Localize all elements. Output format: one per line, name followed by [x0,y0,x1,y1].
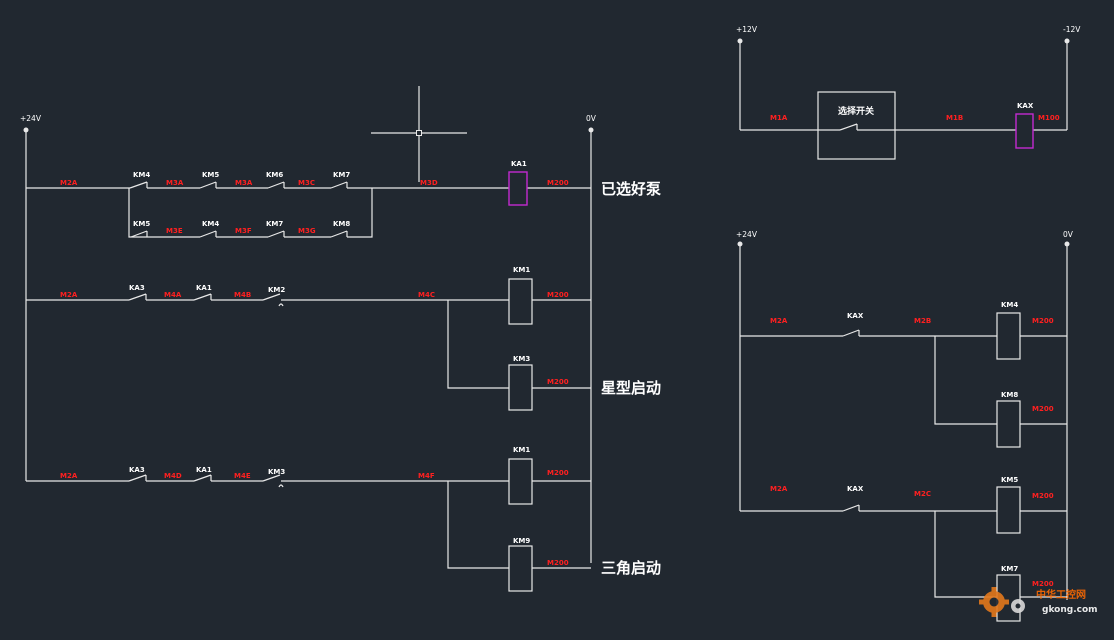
contactor-coil-km9 [508,545,533,592]
contact-label: KA3 [129,466,145,474]
coil-label: KM5 [1001,476,1018,484]
wire-label: M200 [547,559,569,567]
contact-label: KM7 [266,220,283,228]
wire-label: M3F [235,227,252,235]
wire-label: M2B [914,317,931,325]
contact-label: KA1 [196,466,212,474]
crosshair-cursor [371,86,467,182]
coil-label: KM7 [1001,565,1018,573]
wire-label: M2C [914,490,931,498]
contact-label: KM5 [202,171,219,179]
watermark-site-name: 中华工控网 [1036,588,1086,601]
contact-label: KM4 [133,171,150,179]
wire-label: M200 [547,378,569,386]
wire-label: M2A [770,485,788,493]
wire-label: M4D [164,472,182,480]
rung-delta-start: M2A KA3 M4D KA1 M4E KM3 M4F KM1 M200 KM9… [26,446,661,592]
coil-label: KM9 [513,537,530,545]
wire-label: M3C [298,179,315,187]
coil-label: KA1 [511,160,527,168]
contact-label: KAX [847,485,864,493]
contact-label: KM8 [333,220,350,228]
supply-minus-12v-label: -12V [1063,25,1081,34]
coil-label: KM8 [1001,391,1018,399]
contactor-coil-km1 [508,278,533,325]
contact-label: KA3 [129,284,145,292]
wire-label: M3A [166,179,184,187]
contactor-coil-km4 [996,312,1021,360]
contactor-coil-km5 [996,486,1021,534]
wire-label: M3E [166,227,183,235]
wire-label: M2A [60,179,78,187]
contact-label: KM7 [333,171,350,179]
wire-label: M2A [60,291,78,299]
wire-label: M3G [298,227,316,235]
left-motor-start-diagram: +24V 0V M2A KM4 M3A KM5 M3A KM6 M3C [20,114,661,592]
rung-pump-selected: M2A KM4 M3A KM5 M3A KM6 M3C KM7 M3D KM5 … [26,160,661,238]
supply-plus-12v-label: +12V [736,25,758,34]
coil-label: KM3 [513,355,530,363]
contact-label: KAX [847,312,864,320]
wire-label: M200 [547,179,569,187]
wire-label: M4C [418,291,435,299]
contactor-coil-km3 [508,364,533,411]
wire-label: M200 [1032,580,1054,588]
coil-label: KM1 [513,446,530,454]
coil-label: KAX [1017,102,1034,110]
contact-label: KM5 [133,220,150,228]
contactor-coil-km8 [996,400,1021,448]
gear-logo-icon [979,587,1025,617]
wire-label: M4A [164,291,182,299]
coil-label: KM1 [513,266,530,274]
wire-label: M3D [420,179,438,187]
contact-label: KM3 [268,468,285,476]
wire-label: M1A [770,114,788,122]
wire-label: M200 [547,291,569,299]
supply-zero-0v-label: 0V [586,114,597,123]
wire-label: M2A [770,317,788,325]
relay-coil-kax [1015,113,1034,149]
wire-label: M3A [235,179,253,187]
wire-label: M4B [234,291,251,299]
contact-label: KM2 [268,286,285,294]
coil-label: KM4 [1001,301,1018,309]
top-right-selector-diagram: +12V -12V 选择开关 M1A M1B KAX M100 [736,25,1081,160]
supply-plus-24v-label: +24V [736,230,758,239]
watermark: 中华工控网 gkong.com [979,587,1098,617]
wire-label: M200 [1032,317,1054,325]
contactor-coil-km1 [508,458,533,505]
supply-plus-24v-label: +24V [20,114,42,123]
supply-zero-0v-label: 0V [1063,230,1074,239]
annotation-star-start: 星型启动 [601,379,661,397]
wire-label: M100 [1038,114,1060,122]
wire-label: M4F [418,472,435,480]
wire-label: M1B [946,114,963,122]
contact-label: KA1 [196,284,212,292]
annotation-pump-selected: 已选好泵 [601,180,661,198]
selector-switch-box [817,91,896,160]
contact-label: KM6 [266,171,283,179]
rung-star-start: M2A KA3 M4A KA1 M4B KM2 M4C KM1 M200 KM3… [26,266,661,411]
annotation-delta-start: 三角启动 [601,559,661,577]
contact-label: KM4 [202,220,219,228]
wire-label: M200 [1032,405,1054,413]
relay-coil-ka1 [508,171,528,206]
bottom-right-pump-diagram: +24V 0V M2A KAX M2B KM4 M200 KM8 M200 M2… [736,230,1074,622]
wire-label: M200 [547,469,569,477]
wire-label: M4E [234,472,251,480]
watermark-url: gkong.com [1042,605,1098,615]
wire-label: M2A [60,472,78,480]
wire-label: M200 [1032,492,1054,500]
selector-switch-label: 选择开关 [838,105,874,117]
